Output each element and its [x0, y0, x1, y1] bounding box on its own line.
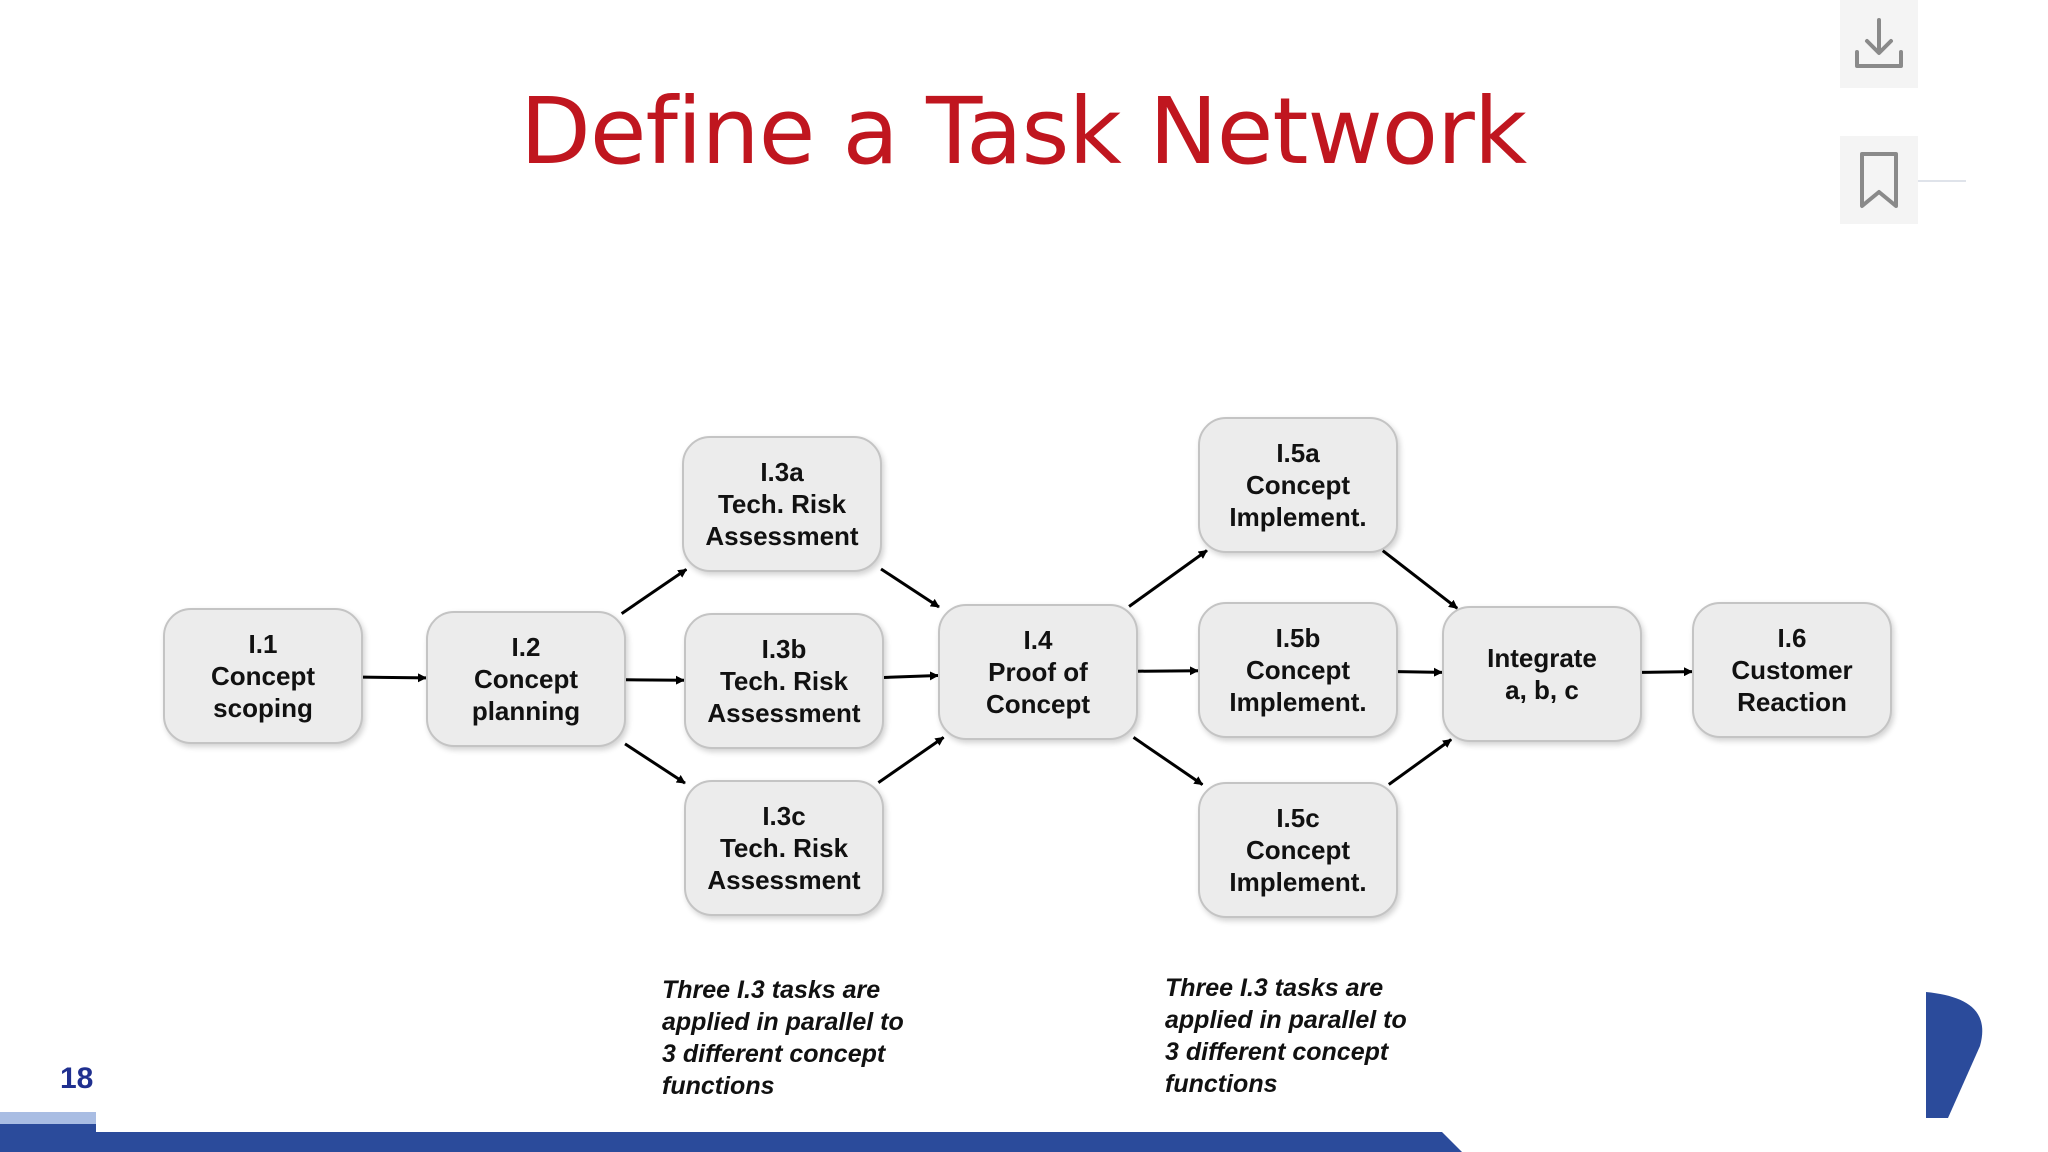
node-label: Assessment: [707, 698, 861, 728]
note-line: functions: [662, 1072, 775, 1100]
task-node-i5a: I.5a Concept Implement.: [1198, 417, 1398, 553]
task-node-i2: I.2 Concept planning: [426, 611, 626, 747]
task-node-i5c: I.5c Concept Implement.: [1198, 782, 1398, 918]
page-number: 18: [60, 1062, 94, 1095]
node-id: I.1: [248, 629, 278, 659]
node-label: Implement.: [1229, 502, 1367, 532]
node-label: Customer: [1731, 655, 1853, 685]
node-label: Implement.: [1229, 867, 1367, 897]
task-node-i3c: I.3c Tech. Risk Assessment: [684, 780, 884, 916]
arrow-n12-to-n13a: [620, 568, 688, 615]
arrow-n12-to-n13c: [624, 742, 686, 785]
node-label: Concept: [1246, 655, 1350, 685]
task-node-i5b: I.5b Concept Implement.: [1198, 602, 1398, 738]
node-label: Tech. Risk: [717, 489, 847, 519]
node-label: Concept: [211, 661, 315, 691]
note-line: functions: [1165, 1070, 1278, 1098]
node-label: planning: [471, 696, 581, 726]
note-line: 3 different concept: [662, 1040, 886, 1068]
node-label: scoping: [213, 693, 313, 723]
bookmark-guide-line: [1918, 180, 1966, 182]
task-node-i6: I.6 Customer Reaction: [1692, 602, 1892, 738]
note-line: Three I.3 tasks are: [1165, 974, 1384, 1002]
node-label: Tech. Risk: [719, 666, 849, 696]
node-label: Implement.: [1229, 687, 1367, 717]
footer-bar: [0, 1124, 1462, 1152]
node-label: Reaction: [1737, 687, 1847, 717]
node-id: I.5a: [1276, 438, 1320, 468]
arrow-n15b-to-nint: [1397, 667, 1443, 677]
node-label: Concept: [474, 664, 578, 694]
node-id: I.3b: [761, 634, 807, 664]
node-id: I.5b: [1275, 623, 1321, 653]
note-left: Three I.3 tasks are applied in parallel …: [662, 974, 904, 1102]
note-right: Three I.3 tasks are applied in parallel …: [1165, 972, 1407, 1100]
node-label: Tech. Risk: [719, 833, 849, 863]
bookmark-icon: [1860, 152, 1898, 208]
note-line: applied in parallel to: [662, 1008, 904, 1036]
task-node-i1: I.1 Concept scoping: [163, 608, 363, 744]
task-node-i3a: I.3a Tech. Risk Assessment: [682, 436, 882, 572]
arrow-n13c-to-n14: [877, 736, 945, 784]
arrow-n11-to-n12: [362, 673, 427, 683]
node-label: Concept: [986, 689, 1090, 719]
node-label: a, b, c: [1505, 675, 1579, 705]
arrow-n15c-to-nint: [1387, 738, 1453, 786]
task-node-i3b: I.3b Tech. Risk Assessment: [684, 613, 884, 749]
corner-accent: [1926, 992, 1983, 1118]
arrow-nint-to-n16: [1641, 667, 1693, 677]
node-id: I.3c: [762, 801, 806, 831]
node-label: Assessment: [707, 865, 861, 895]
node-label: Integrate: [1487, 643, 1597, 673]
download-icon: [1855, 18, 1903, 68]
slide-title: Define a Task Network: [520, 78, 1527, 185]
note-line: applied in parallel to: [1165, 1006, 1407, 1034]
node-id: I.3a: [760, 457, 804, 487]
node-label: Concept: [1246, 835, 1350, 865]
node-id: I.6: [1777, 623, 1807, 653]
arrow-n15a-to-nint: [1381, 549, 1459, 610]
node-label: Proof of: [988, 657, 1088, 687]
arrow-n14-to-n15c: [1132, 736, 1204, 786]
node-id: I.2: [511, 632, 541, 662]
arrow-n13b-to-n14: [883, 671, 939, 681]
note-line: Three I.3 tasks are: [662, 976, 881, 1004]
node-label: Concept: [1246, 470, 1350, 500]
node-id: I.5c: [1276, 803, 1320, 833]
footer-light-strip: [0, 1112, 96, 1124]
node-label: Assessment: [705, 521, 859, 551]
node-id: I.4: [1023, 625, 1053, 655]
task-node-i4: I.4 Proof of Concept: [938, 604, 1138, 740]
task-node-integrate: Integrate a, b, c: [1442, 606, 1642, 742]
arrow-n13a-to-n14: [880, 567, 940, 609]
bookmark-button[interactable]: [1840, 136, 1918, 224]
note-line: 3 different concept: [1165, 1038, 1389, 1066]
arrow-n14-to-n15a: [1128, 549, 1208, 608]
download-button[interactable]: [1840, 0, 1918, 88]
